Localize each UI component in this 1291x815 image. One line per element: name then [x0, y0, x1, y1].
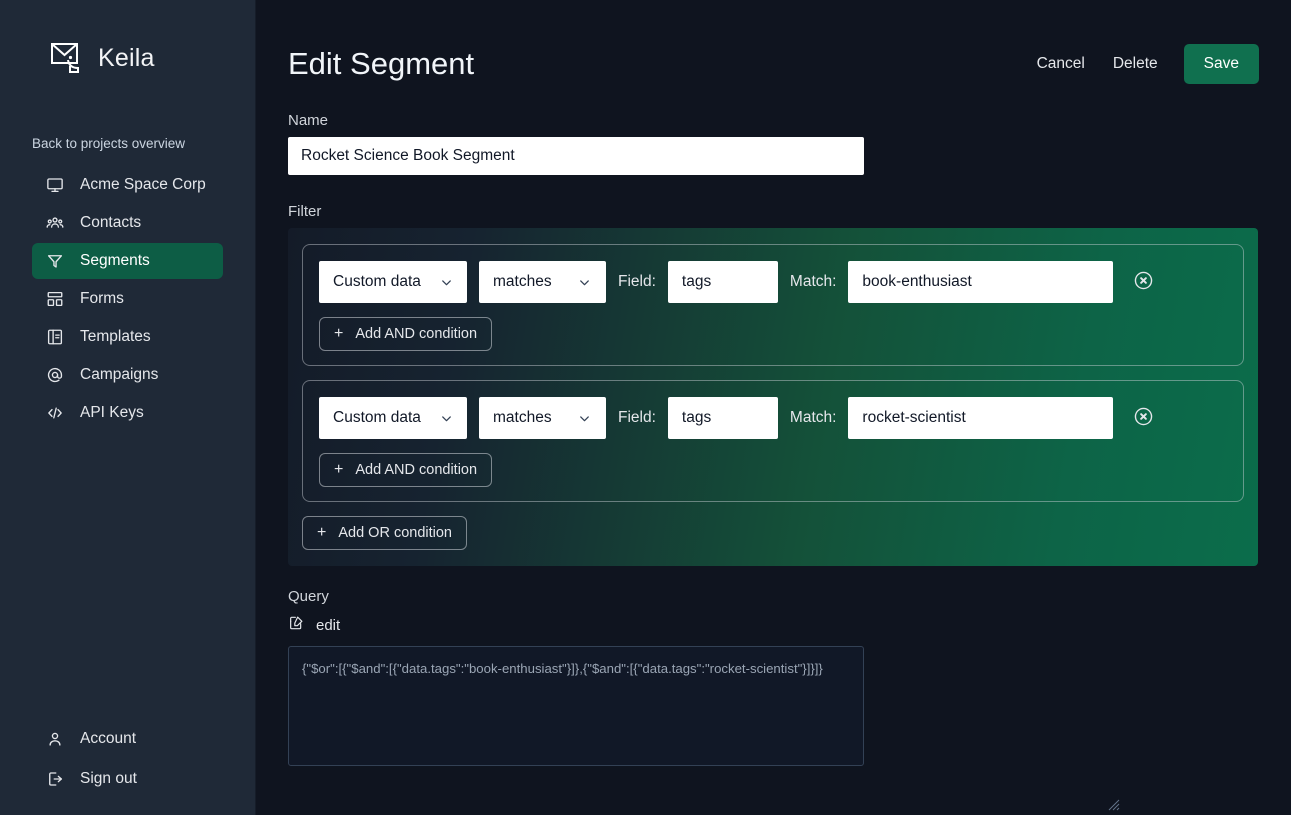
page-header: Edit Segment Cancel Delete Save [256, 0, 1291, 84]
main-content: Edit Segment Cancel Delete Save Name Fil… [256, 0, 1291, 815]
chevron-down-icon [421, 411, 454, 426]
sidebar-bottom-nav: Account Sign out [0, 721, 255, 815]
segment-name-input[interactable] [288, 137, 864, 175]
sidebar-item-label: Contacts [80, 214, 142, 231]
sidebar-item-sign-out[interactable]: Sign out [32, 761, 223, 797]
remove-circle-x-icon [1133, 270, 1154, 294]
condition-field-input[interactable] [667, 397, 778, 439]
chevron-down-icon [559, 275, 592, 290]
condition-type-value: Custom data [333, 273, 421, 290]
query-textarea[interactable]: {"$or":[{"$and":[{"data.tags":"book-enth… [288, 646, 864, 766]
condition-match-input[interactable] [848, 261, 1114, 303]
textarea-resize-handle[interactable] [1106, 797, 1120, 811]
add-and-condition-button[interactable]: + Add AND condition [319, 317, 493, 351]
condition-operator-value: matches [493, 273, 552, 290]
condition-operator-select[interactable]: matches [479, 397, 606, 439]
brand-name: Keila [98, 43, 155, 72]
name-label: Name [288, 112, 329, 129]
users-icon [46, 214, 64, 232]
sidebar-nav: Acme Space Corp Contacts [0, 167, 255, 431]
delete-button[interactable]: Delete [1103, 47, 1168, 81]
plus-icon: + [317, 524, 327, 541]
add-and-condition-button[interactable]: + Add AND condition [319, 453, 493, 487]
add-or-condition-button[interactable]: + Add OR condition [302, 516, 467, 550]
sidebar-item-label: Segments [80, 252, 150, 269]
condition-operator-value: matches [493, 409, 552, 426]
sidebar-item-label: Campaigns [80, 366, 159, 383]
filter-condition-row: Custom data matches Field: [319, 261, 1154, 303]
sidebar-item-acme-space-corp[interactable]: Acme Space Corp [32, 167, 223, 203]
template-page-icon [46, 328, 64, 346]
edit-pencil-square-icon [288, 615, 304, 635]
sidebar-item-api-keys[interactable]: API Keys [32, 395, 223, 431]
sidebar-item-templates[interactable]: Templates [32, 319, 223, 355]
condition-match-input[interactable] [848, 397, 1114, 439]
code-brackets-icon [46, 404, 64, 422]
filter-condition-row: Custom data matches Field: [319, 397, 1154, 439]
sidebar-item-label: Templates [80, 328, 151, 345]
sidebar-item-label: API Keys [80, 404, 144, 421]
chevron-down-icon [421, 275, 454, 290]
filter-funnel-icon [46, 252, 64, 270]
filter-panel: Custom data matches Field: [288, 228, 1258, 566]
field-label: Field: [618, 273, 656, 290]
form-layout-icon [46, 290, 64, 308]
cancel-button[interactable]: Cancel [1027, 47, 1095, 81]
keila-envelope-logo-icon [48, 38, 88, 78]
match-label: Match: [789, 273, 837, 290]
user-icon [46, 730, 64, 748]
sidebar-item-forms[interactable]: Forms [32, 281, 223, 317]
page-title: Edit Segment [288, 45, 475, 81]
segment-form: Name Filter Custom data matches [256, 112, 1291, 766]
sidebar-item-segments[interactable]: Segments [32, 243, 223, 279]
condition-operator-select[interactable]: matches [479, 261, 606, 303]
remove-condition-button[interactable] [1133, 270, 1154, 294]
filter-label: Filter [288, 203, 322, 220]
sidebar-item-campaigns[interactable]: Campaigns [32, 357, 223, 393]
header-actions: Cancel Delete Save [1027, 44, 1259, 84]
condition-type-value: Custom data [333, 409, 421, 426]
sidebar-item-account[interactable]: Account [32, 721, 223, 757]
add-and-condition-label: Add AND condition [355, 461, 478, 478]
back-to-projects-link[interactable]: Back to projects overview [32, 136, 186, 151]
save-button[interactable]: Save [1183, 44, 1259, 84]
add-or-condition-label: Add OR condition [338, 524, 452, 541]
remove-circle-x-icon [1133, 406, 1154, 430]
sidebar-item-label: Sign out [80, 770, 137, 787]
chevron-down-icon [559, 411, 592, 426]
plus-icon: + [334, 461, 344, 478]
add-or-wrapper: + Add OR condition [302, 516, 1244, 550]
sidebar-item-label: Acme Space Corp [80, 176, 206, 193]
plus-icon: + [334, 325, 344, 342]
filter-or-group: Custom data matches Field: [302, 380, 1244, 502]
match-label: Match: [789, 409, 837, 426]
monitor-icon [46, 176, 64, 194]
add-and-condition-label: Add AND condition [355, 325, 478, 342]
remove-condition-button[interactable] [1133, 406, 1154, 430]
edit-query-button[interactable]: edit [288, 615, 340, 635]
condition-type-select[interactable]: Custom data [319, 261, 467, 303]
sidebar-item-label: Forms [80, 290, 124, 307]
brand-logo[interactable]: Keila [0, 0, 255, 78]
condition-type-select[interactable]: Custom data [319, 397, 467, 439]
logout-icon [46, 770, 64, 788]
at-sign-icon [46, 366, 64, 384]
edit-query-label: edit [316, 616, 341, 634]
field-label: Field: [618, 409, 656, 426]
sidebar-item-label: Account [80, 730, 137, 747]
sidebar-spacer [0, 431, 255, 721]
filter-or-group: Custom data matches Field: [302, 244, 1244, 366]
query-label: Query [288, 588, 329, 605]
sidebar: Keila Back to projects overview Acme Spa… [0, 0, 256, 815]
condition-field-input[interactable] [667, 261, 778, 303]
sidebar-item-contacts[interactable]: Contacts [32, 205, 223, 241]
